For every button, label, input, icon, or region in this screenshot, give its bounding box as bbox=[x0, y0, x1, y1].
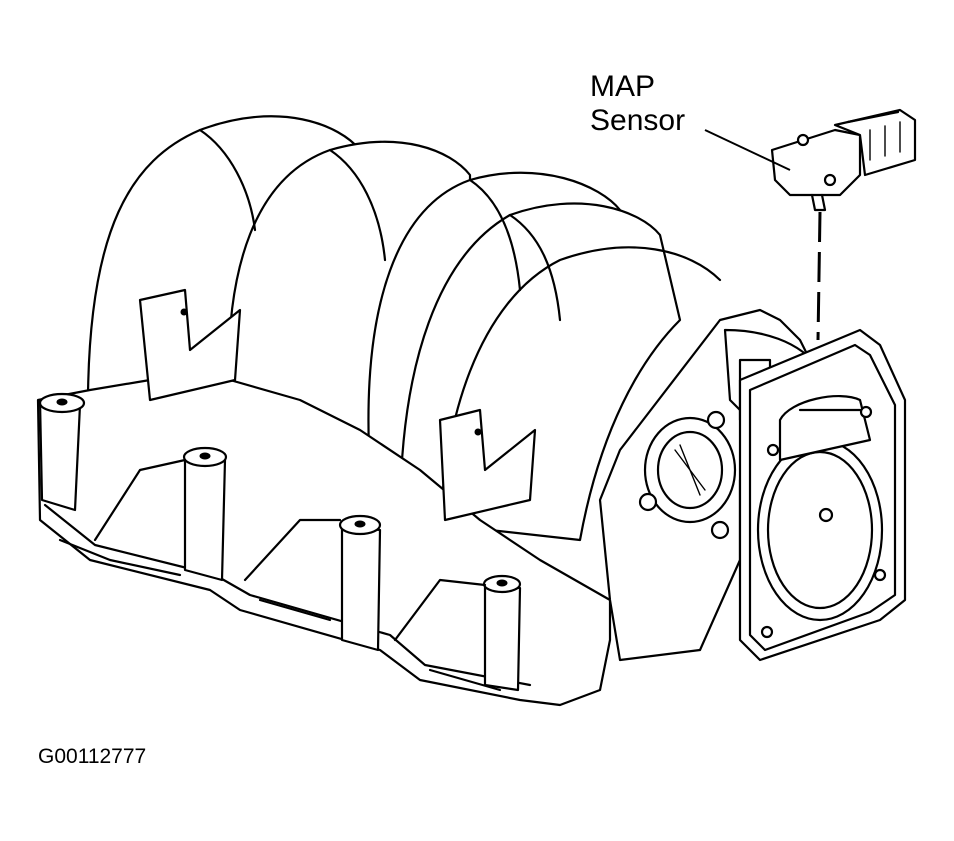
map-sensor bbox=[770, 108, 917, 212]
callout-leader-line bbox=[704, 129, 791, 171]
figure-id: G00112777 bbox=[38, 745, 147, 768]
support-ribs bbox=[93, 288, 537, 642]
callout-label-sensor: Sensor bbox=[590, 104, 686, 137]
throttle-flange bbox=[738, 328, 907, 662]
callout-label-map: MAP bbox=[590, 70, 656, 103]
sensor-install-path bbox=[816, 211, 822, 341]
mounting-bosses bbox=[38, 392, 522, 692]
